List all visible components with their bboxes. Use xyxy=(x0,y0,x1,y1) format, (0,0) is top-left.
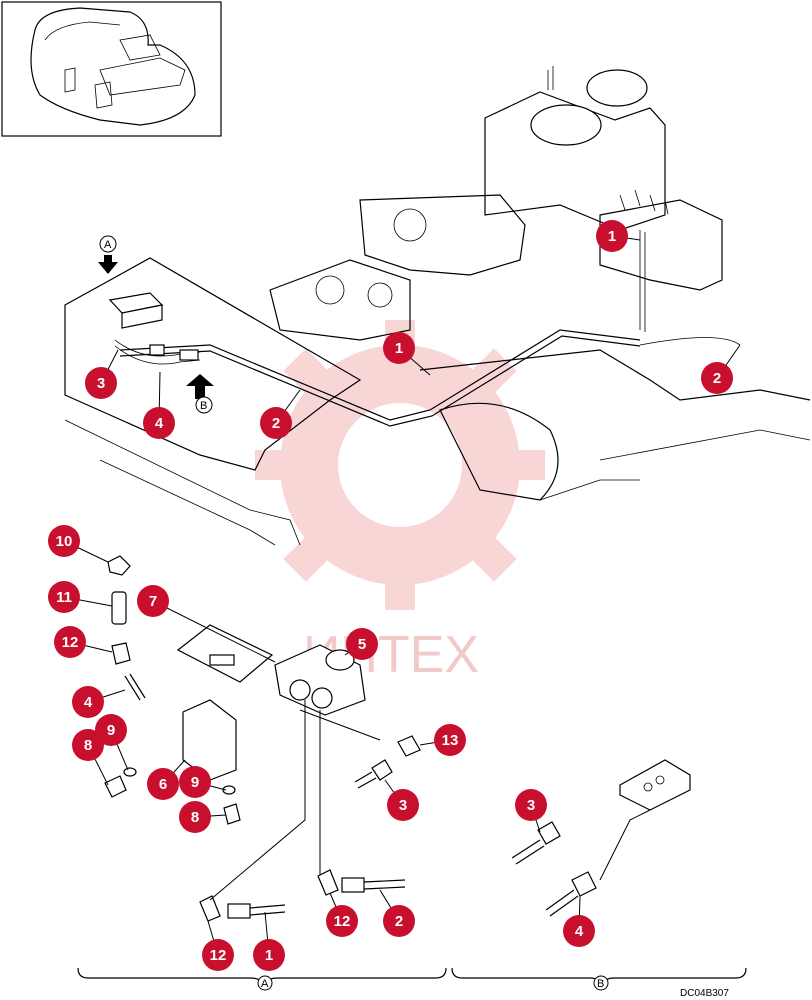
callout-number: 8 xyxy=(84,737,92,754)
callout-11: 11 xyxy=(48,581,80,613)
callout-circle xyxy=(95,714,127,746)
callout-9: 9 xyxy=(95,714,127,746)
callout-number: 2 xyxy=(395,913,403,930)
callout-number: 2 xyxy=(713,370,721,387)
callout-number: 12 xyxy=(62,634,79,651)
overview-inset xyxy=(1,1,222,137)
callout-8: 8 xyxy=(72,729,104,761)
callout-number: 9 xyxy=(191,774,199,791)
callout-2: 2 xyxy=(701,362,733,394)
callout-4: 4 xyxy=(143,407,175,439)
callout-number: 3 xyxy=(399,797,407,814)
callout-number: 1 xyxy=(395,340,403,357)
callout-circle xyxy=(563,915,595,947)
callout-circle xyxy=(326,905,358,937)
callout-circle xyxy=(202,939,234,971)
brace-a-label: A xyxy=(261,978,269,990)
callout-circle xyxy=(383,905,415,937)
callout-3: 3 xyxy=(515,789,547,821)
callout-circle xyxy=(48,581,80,613)
callout-circle xyxy=(179,766,211,798)
callout-13: 13 xyxy=(434,724,466,756)
callout-circle xyxy=(72,686,104,718)
callout-number: 4 xyxy=(84,694,93,711)
callout-circle xyxy=(260,407,292,439)
brace-b-label: B xyxy=(597,978,604,990)
callout-3: 3 xyxy=(387,789,419,821)
callout-number: 4 xyxy=(575,923,584,940)
callout-2: 2 xyxy=(383,905,415,937)
callout-circle xyxy=(383,332,415,364)
callout-circle xyxy=(515,789,547,821)
callout-1: 1 xyxy=(253,939,285,971)
callout-circle xyxy=(72,729,104,761)
callout-circle xyxy=(701,362,733,394)
callout-10: 10 xyxy=(48,525,80,557)
callout-12: 12 xyxy=(54,626,86,658)
callout-circle xyxy=(253,939,285,971)
callout-5: 5 xyxy=(346,628,378,660)
callout-number: 1 xyxy=(608,228,616,245)
callout-number: 7 xyxy=(149,593,157,610)
view-marker-b-label: B xyxy=(200,400,207,412)
callout-number: 5 xyxy=(358,636,366,653)
callout-1: 1 xyxy=(596,220,628,252)
view-marker-a-label: A xyxy=(104,239,112,251)
callout-circle xyxy=(48,525,80,557)
callout-number: 12 xyxy=(210,947,227,964)
callout-number: 3 xyxy=(527,797,535,814)
callout-circle xyxy=(596,220,628,252)
callout-number: 10 xyxy=(56,533,73,550)
callout-circle xyxy=(85,367,117,399)
callout-7: 7 xyxy=(137,585,169,617)
callout-6: 6 xyxy=(147,768,179,800)
callout-1: 1 xyxy=(383,332,415,364)
view-marker-a-top: A xyxy=(98,235,118,274)
callout-number: 9 xyxy=(107,722,115,739)
callout-circle xyxy=(143,407,175,439)
callout-circle xyxy=(137,585,169,617)
callout-number: 6 xyxy=(159,776,167,793)
bottom-braces: A B xyxy=(77,967,747,991)
view-marker-b-top: B xyxy=(186,374,214,414)
callout-number: 1 xyxy=(265,947,273,964)
callout-9: 9 xyxy=(179,766,211,798)
callout-2: 2 xyxy=(260,407,292,439)
callout-circle xyxy=(54,626,86,658)
callout-circle xyxy=(346,628,378,660)
callout-4: 4 xyxy=(563,915,595,947)
callout-3: 3 xyxy=(85,367,117,399)
drawing-code: DC04B307 xyxy=(680,988,729,999)
callout-4: 4 xyxy=(72,686,104,718)
exploded-parts xyxy=(104,555,691,922)
callout-number: 4 xyxy=(155,415,164,432)
callout-12: 12 xyxy=(202,939,234,971)
callout-circle xyxy=(387,789,419,821)
callout-8: 8 xyxy=(179,801,211,833)
callout-circle xyxy=(434,724,466,756)
callout-number: 8 xyxy=(191,809,199,826)
callout-circle xyxy=(179,801,211,833)
callout-number: 3 xyxy=(97,375,105,392)
callout-circle xyxy=(147,768,179,800)
callout-number: 12 xyxy=(334,913,351,930)
callout-number: 13 xyxy=(442,732,459,749)
callout-number: 2 xyxy=(272,415,280,432)
callout-12: 12 xyxy=(326,905,358,937)
machine-outline xyxy=(64,66,811,546)
callout-number: 11 xyxy=(56,589,72,606)
